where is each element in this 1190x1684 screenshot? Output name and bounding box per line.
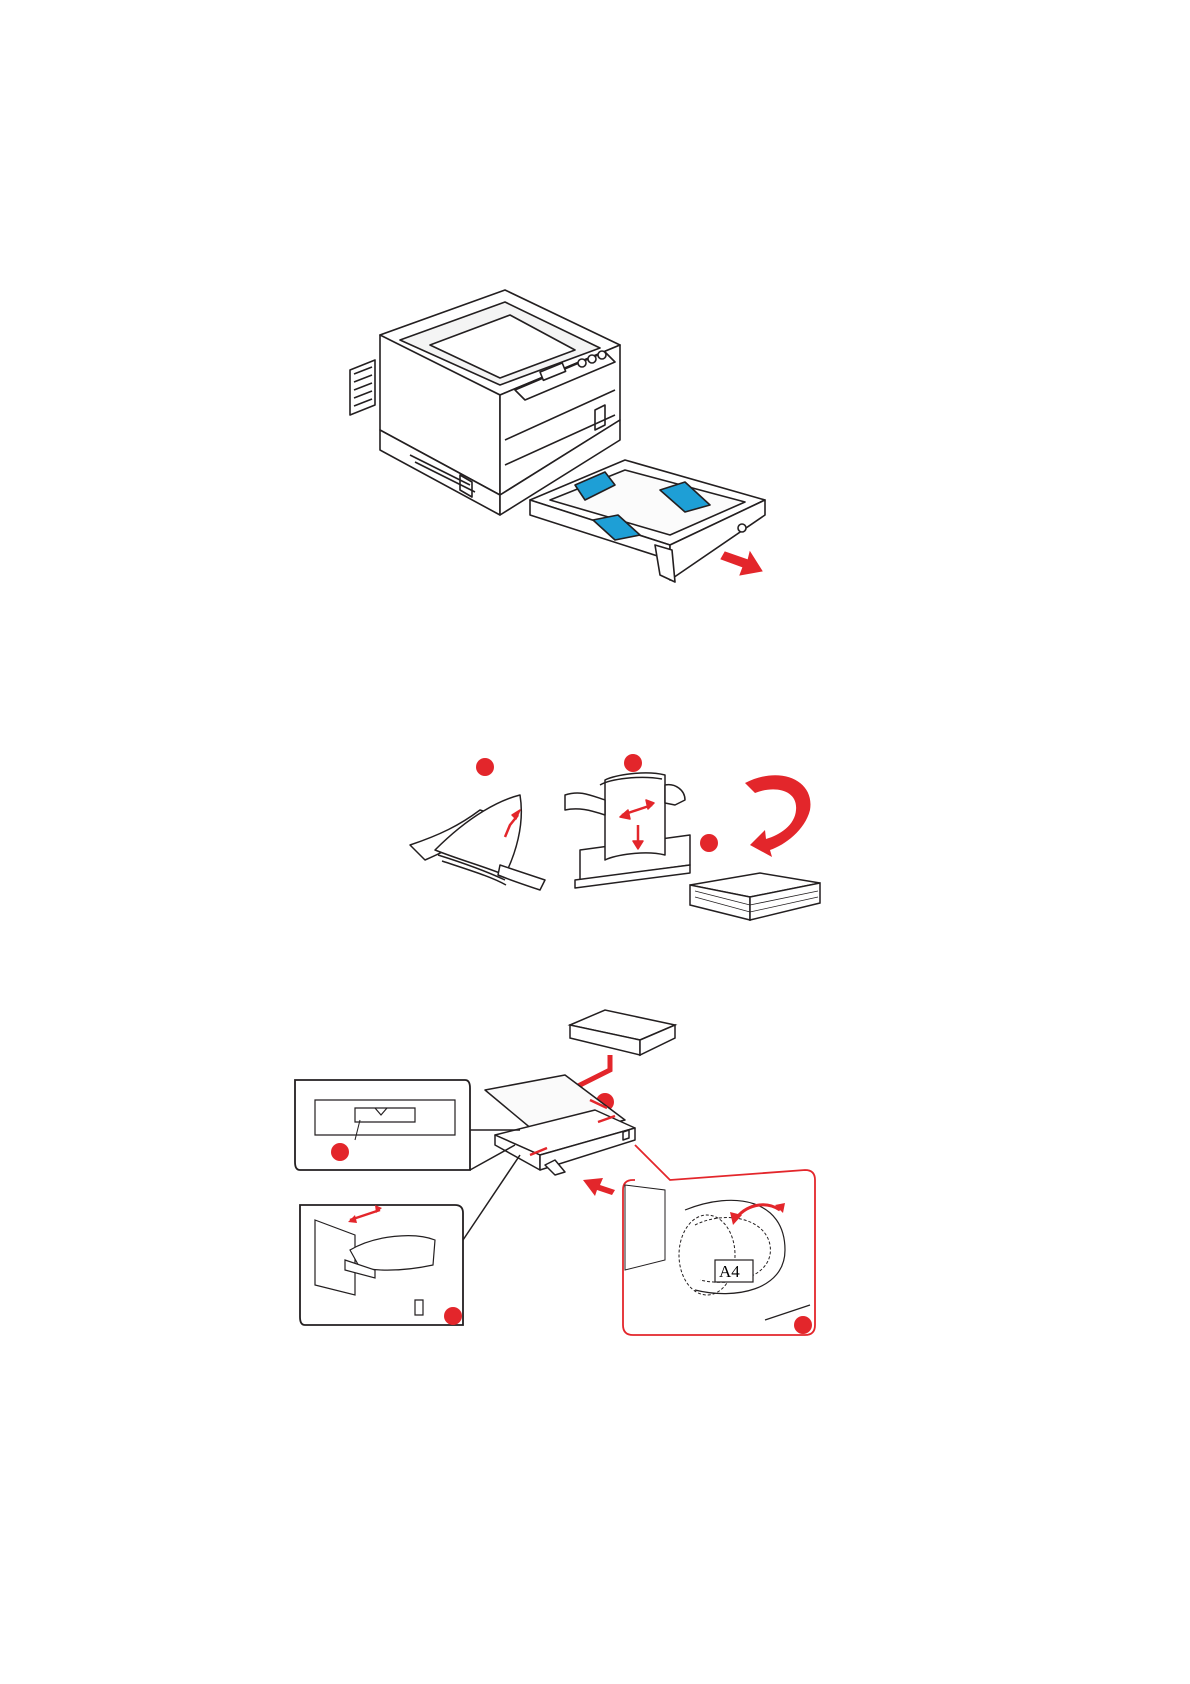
size-dial-icon: A4 [623, 1145, 815, 1335]
step-marker-1 [476, 758, 494, 776]
paper-preparation-figure [400, 755, 850, 945]
paper-tray-icon [485, 1075, 635, 1175]
push-arrow-icon [583, 1178, 615, 1196]
step-marker-2 [624, 754, 642, 772]
fan-paper-icon [410, 795, 545, 890]
paper-tray-icon [530, 460, 765, 582]
printer-tray-removal-figure [360, 290, 830, 630]
load-paper-figure: A4 [315, 1060, 895, 1440]
step-marker-3 [700, 834, 718, 852]
paper-guide-inset-top [295, 1080, 520, 1170]
paper-stack-icon [570, 1010, 675, 1055]
size-dial-label: A4 [719, 1262, 740, 1281]
pull-arrow-icon [721, 552, 762, 575]
paper-guide-inset-side [300, 1155, 520, 1325]
printer-icon [360, 290, 830, 630]
tap-paper-stack-icon [565, 773, 690, 888]
